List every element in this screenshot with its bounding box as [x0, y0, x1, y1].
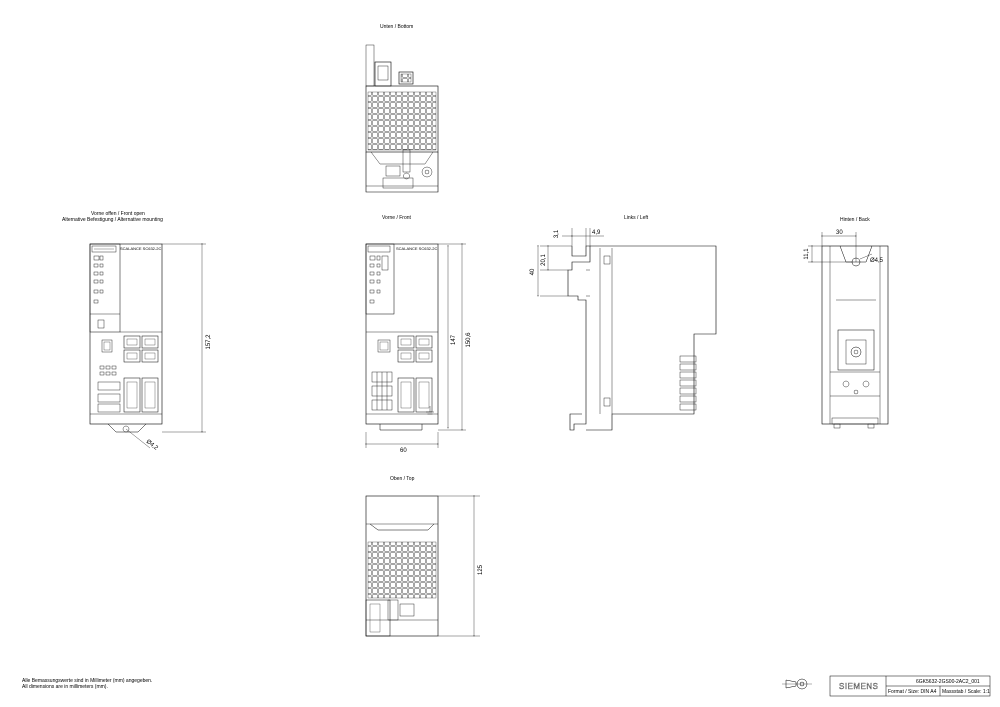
dim-back-11-1: 11,1 [804, 248, 810, 260]
view-bottom [365, 44, 439, 193]
device-model-label-front: SCALANCE SC632-2C [396, 246, 437, 251]
title-block-drawing-number: 6GK5632-2GS00-2AC2_001 [916, 679, 980, 685]
title-block-format: Format / Size: DIN A4 [888, 689, 937, 695]
title-block [782, 675, 991, 697]
device-model-label-front-open: SCALANCE SC632-2C [120, 246, 161, 251]
view-front-open [89, 243, 163, 433]
view-label-front-open: Vorne offen / Front open [91, 211, 145, 217]
dim-left-20-1: 20,1 [541, 254, 547, 266]
dim-left-3-1: 3,1 [554, 229, 560, 238]
title-block-brand: SIEMENS [839, 682, 879, 691]
dim-front-height-150: 150,6 [466, 332, 472, 348]
view-left [567, 245, 717, 431]
dimension-note-de: Alle Bemassungswerte sind in Millimeter … [22, 678, 153, 684]
dim-top-depth: 125 [478, 564, 484, 575]
view-front [365, 243, 439, 431]
view-label-front-open-alt: Alternative Befestigung / Alternative mo… [62, 217, 163, 223]
view-top [365, 495, 439, 637]
view-label-front: Vorne / Front [382, 215, 411, 221]
projection-symbol-icon [782, 678, 812, 690]
dim-left-40: 40 [530, 268, 536, 275]
view-label-left: Links / Left [624, 215, 649, 221]
view-back [821, 245, 889, 429]
dim-front-height-147: 147 [451, 334, 457, 345]
dim-back-hole: Ø4,5 [870, 258, 884, 264]
view-label-back: Hinten / Back [840, 217, 870, 223]
dim-back-30: 30 [836, 230, 843, 236]
dim-front-open-height: 157,2 [206, 334, 212, 350]
view-label-bottom: Unten / Bottom [380, 24, 414, 30]
view-label-top: Oben / Top [390, 476, 415, 482]
title-block-scale: Massstab / Scale: 1:1 [942, 689, 990, 695]
dim-front-width: 60 [400, 448, 407, 454]
dimension-lines [125, 228, 873, 637]
dimension-note-en: All dimensions are in millimeters (mm). [22, 684, 108, 690]
dim-left-4-9: 4,9 [592, 230, 601, 236]
